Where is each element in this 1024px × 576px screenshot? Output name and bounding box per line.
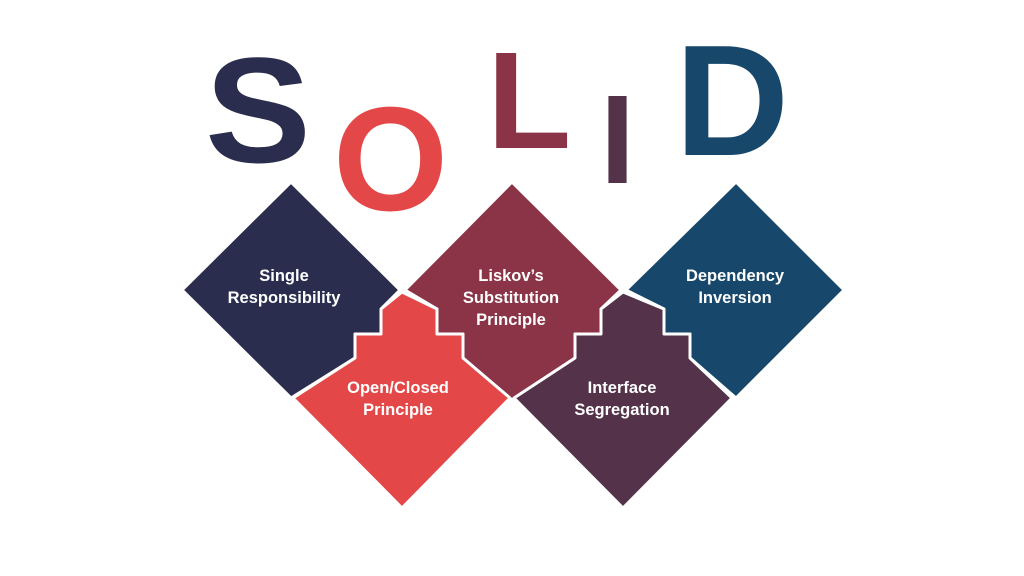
label-liskov-substitution: Liskov’s Substitution Principle bbox=[426, 265, 596, 331]
label-line: Inversion bbox=[698, 289, 772, 307]
label-interface-segregation: Interface Segregation bbox=[537, 377, 707, 421]
title-letter-i: I bbox=[600, 69, 636, 210]
label-line: Dependency bbox=[685, 267, 785, 285]
diamond-interface-segregation bbox=[512, 290, 734, 510]
label-open-closed: Open/Closed Principle bbox=[313, 377, 483, 421]
label-line: Liskov’s bbox=[478, 267, 544, 285]
title-letter-s: S bbox=[205, 26, 312, 194]
title-letter-l: L bbox=[487, 24, 572, 178]
label-line: Substitution bbox=[462, 289, 560, 307]
diamond-open-closed bbox=[291, 290, 512, 510]
title-letter-o: O bbox=[333, 77, 449, 242]
label-line: Interface bbox=[587, 379, 657, 397]
label-line: Principle bbox=[363, 401, 433, 419]
title-letter-d: D bbox=[675, 13, 790, 189]
label-line: Responsibility bbox=[227, 289, 341, 307]
label-line: Single bbox=[259, 267, 309, 285]
label-line: Principle bbox=[476, 311, 546, 329]
label-single-responsibility: Single Responsibility bbox=[199, 265, 369, 309]
label-line: Segregation bbox=[574, 401, 670, 419]
label-line: Open/Closed bbox=[347, 379, 449, 397]
label-dependency-inversion: Dependency Inversion bbox=[650, 265, 820, 309]
